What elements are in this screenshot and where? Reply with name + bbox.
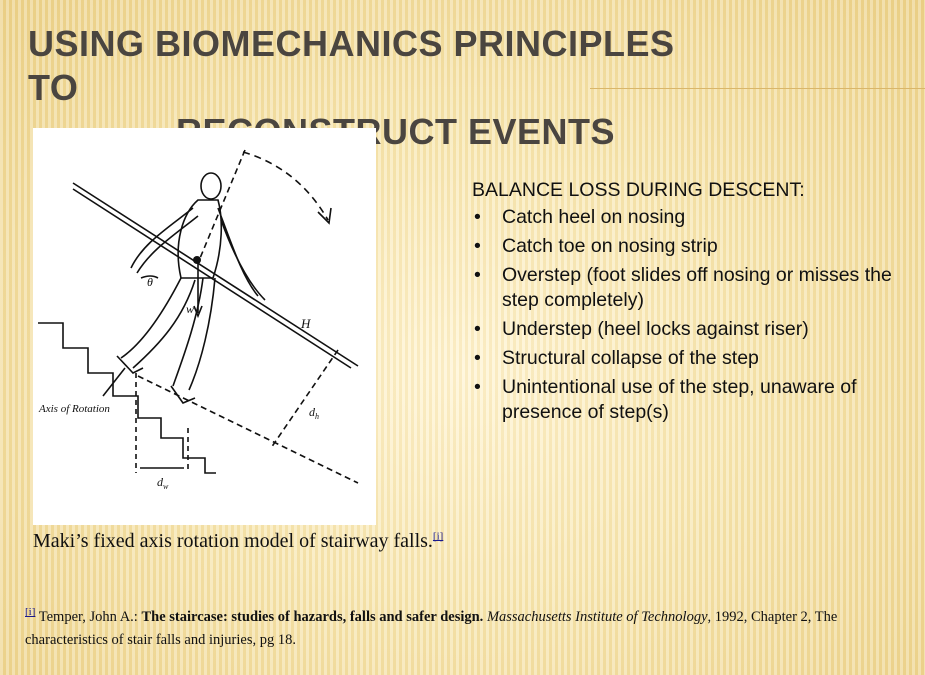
- figure-front-leg: [172, 277, 204, 387]
- dh-dimension-line: [270, 349, 339, 449]
- bullet-glyph: •: [474, 264, 481, 286]
- weight-arrow-head: [193, 305, 203, 319]
- caption-text: Maki’s fixed axis rotation model of stai…: [33, 530, 433, 552]
- bullet-glyph: •: [474, 318, 481, 340]
- axis-pointer: [102, 367, 126, 397]
- figure-head: [200, 172, 222, 200]
- figure-back-leg: [120, 277, 182, 359]
- bullet-glyph: •: [474, 376, 481, 398]
- list-item: • Catch heel on nosing: [472, 205, 912, 230]
- center-of-mass-dot: [193, 256, 201, 264]
- footnote: [i] Temper, John A.: The staircase: stud…: [25, 601, 915, 652]
- footnote-author: Temper, John A.:: [35, 608, 142, 625]
- list-item-text: Understep (heel locks against riser): [502, 318, 809, 340]
- footnote-reference-link[interactable]: [i]: [25, 606, 36, 618]
- list-item-text: Catch heel on nosing: [502, 206, 686, 228]
- figure-back-leg-inner: [132, 279, 196, 369]
- dh-label: dh: [309, 405, 319, 421]
- caption-reference-link[interactable]: [i]: [432, 530, 444, 543]
- stair-profile: [38, 322, 216, 474]
- body-axis-line: [197, 149, 246, 264]
- figure-torso: [177, 199, 223, 279]
- rotation-arc: [242, 151, 329, 221]
- stair-fall-diagram: Axis of Rotation θ w H dh dw: [33, 128, 376, 525]
- footnote-details: , 1992, Chapter 2, The characteristics o…: [25, 608, 838, 648]
- list-item-text: Unintentional use of the step, unaware o…: [502, 376, 857, 423]
- figure-front-foot: [170, 385, 196, 404]
- axis-of-rotation-label: Axis of Rotation: [38, 403, 110, 415]
- list-item: • Unintentional use of the step, unaware …: [472, 375, 912, 425]
- list-item-text: Catch toe on nosing strip: [502, 235, 718, 257]
- list-item: • Structural collapse of the step: [472, 346, 912, 371]
- dh-label-subscript: h: [315, 412, 319, 421]
- list-heading: BALANCE LOSS DURING DESCENT:: [472, 179, 805, 201]
- dw-label-main: d: [157, 475, 164, 489]
- dw-label-subscript: w: [163, 482, 169, 491]
- theta-label: θ: [147, 275, 153, 289]
- figure-back-foot: [116, 355, 144, 374]
- figure-caption: Maki’s fixed axis rotation model of stai…: [33, 530, 443, 553]
- theta-arc: [140, 275, 159, 279]
- balance-loss-list: BALANCE LOSS DURING DESCENT: • Catch heel…: [472, 176, 912, 429]
- handrail-line: [72, 182, 359, 367]
- figure-front-leg-inner: [188, 277, 216, 391]
- handrail-label: H: [300, 316, 311, 331]
- stair-slope-line: [137, 375, 359, 484]
- bullet-glyph: •: [474, 235, 481, 257]
- bullet-glyph: •: [474, 347, 481, 369]
- footnote-book-title: The staircase: studies of hazards, falls…: [141, 608, 484, 625]
- dw-label: dw: [157, 475, 169, 491]
- stair-fall-drawing: Axis of Rotation θ w H dh dw: [38, 149, 359, 491]
- footnote-institution: Massachusetts Institute of Technology: [486, 608, 708, 625]
- figure-back-arm-inner: [136, 215, 199, 274]
- list-item-text: Structural collapse of the step: [502, 347, 759, 369]
- bullet-list: • Catch heel on nosing • Catch toe on nosi…: [472, 205, 912, 425]
- figure-front-arm-inner: [220, 219, 266, 301]
- rotation-arrow-head: [317, 207, 332, 225]
- slide-title-line-1: USING BIOMECHANICS PRINCIPLES TO: [28, 23, 675, 108]
- weight-label: w: [186, 302, 194, 316]
- list-item-text: Overstep (foot slides off nosing or miss…: [502, 264, 892, 311]
- list-item: • Catch toe on nosing strip: [472, 234, 912, 259]
- title-divider: [590, 88, 925, 89]
- figure-back-arm: [130, 207, 194, 269]
- list-item: • Understep (heel locks against riser): [472, 317, 912, 342]
- list-item: • Overstep (foot slides off nosing or mis…: [472, 263, 912, 313]
- bullet-glyph: •: [474, 206, 481, 228]
- dh-label-main: d: [309, 405, 316, 419]
